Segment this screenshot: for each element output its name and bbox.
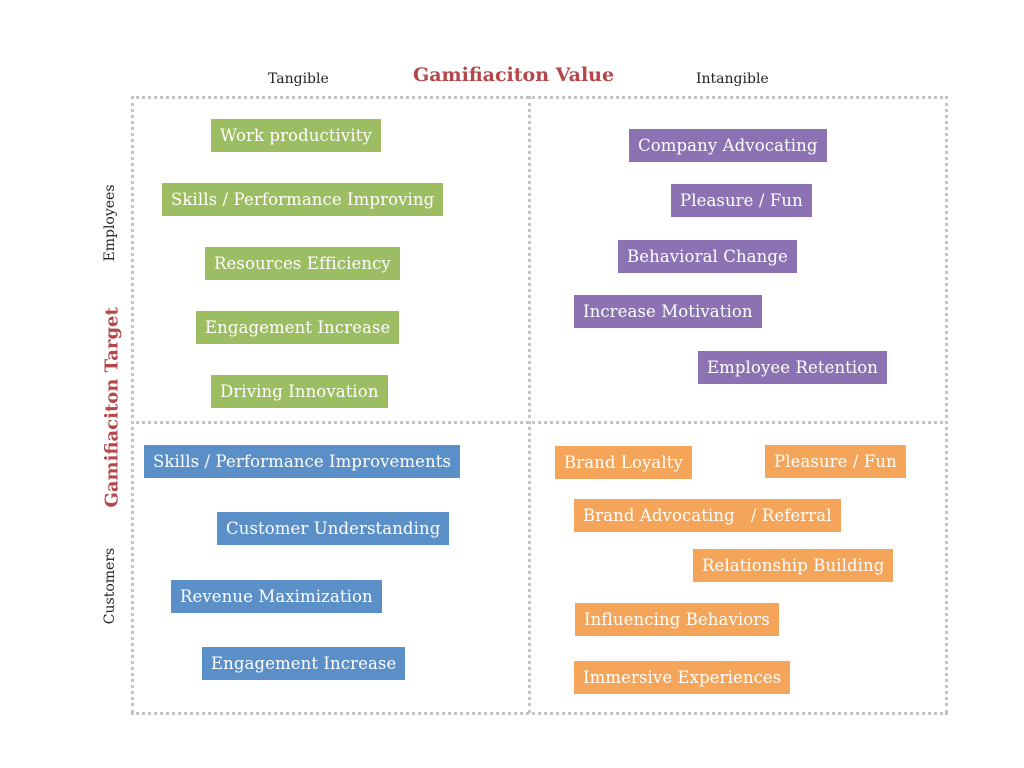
grid-middle-divider bbox=[131, 421, 948, 424]
tag-engagement-increase-customers: Engagement Increase bbox=[202, 647, 406, 680]
grid-top-border bbox=[131, 96, 948, 99]
tag-brand-advocating-referral: Brand Advocating / Referral bbox=[574, 499, 841, 532]
tag-resources-efficiency: Resources Efficiency bbox=[205, 247, 400, 280]
grid-left-border bbox=[131, 96, 134, 713]
tag-skills-performance-improvements: Skills / Performance Improvements bbox=[144, 445, 461, 478]
row-label-employees: Employees bbox=[102, 184, 118, 262]
tag-influencing-behaviors: Influencing Behaviors bbox=[575, 603, 779, 636]
tag-customer-understanding: Customer Understanding bbox=[217, 512, 450, 545]
grid-right-border bbox=[945, 96, 948, 713]
side-title: Gamifiaciton Target bbox=[101, 307, 123, 508]
tag-company-advocating: Company Advocating bbox=[629, 129, 827, 162]
tag-immersive-experiences: Immersive Experiences bbox=[574, 661, 791, 694]
tag-pleasure-fun-customers: Pleasure / Fun bbox=[765, 445, 906, 478]
tag-driving-innovation: Driving Innovation bbox=[211, 375, 388, 408]
grid-center-divider bbox=[528, 96, 531, 713]
grid-bottom-border bbox=[131, 712, 948, 715]
diagram-title: Gamifiaciton Value bbox=[413, 64, 615, 86]
tag-pleasure-fun-employees: Pleasure / Fun bbox=[671, 184, 812, 217]
tag-revenue-maximization: Revenue Maximization bbox=[171, 580, 382, 613]
tag-brand-loyalty: Brand Loyalty bbox=[555, 446, 692, 479]
row-label-customers: Customers bbox=[102, 547, 118, 625]
column-label-tangible: Tangible bbox=[268, 71, 329, 87]
tag-increase-motivation: Increase Motivation bbox=[574, 295, 762, 328]
column-label-intangible: Intangible bbox=[696, 71, 769, 87]
tag-engagement-increase-employees: Engagement Increase bbox=[196, 311, 400, 344]
tag-skills-performance-improving: Skills / Performance Improving bbox=[162, 183, 444, 216]
tag-behavioral-change: Behavioral Change bbox=[618, 240, 797, 273]
tag-relationship-building: Relationship Building bbox=[693, 549, 894, 582]
tag-employee-retention: Employee Retention bbox=[698, 351, 888, 384]
tag-work-productivity: Work productivity bbox=[211, 119, 381, 152]
